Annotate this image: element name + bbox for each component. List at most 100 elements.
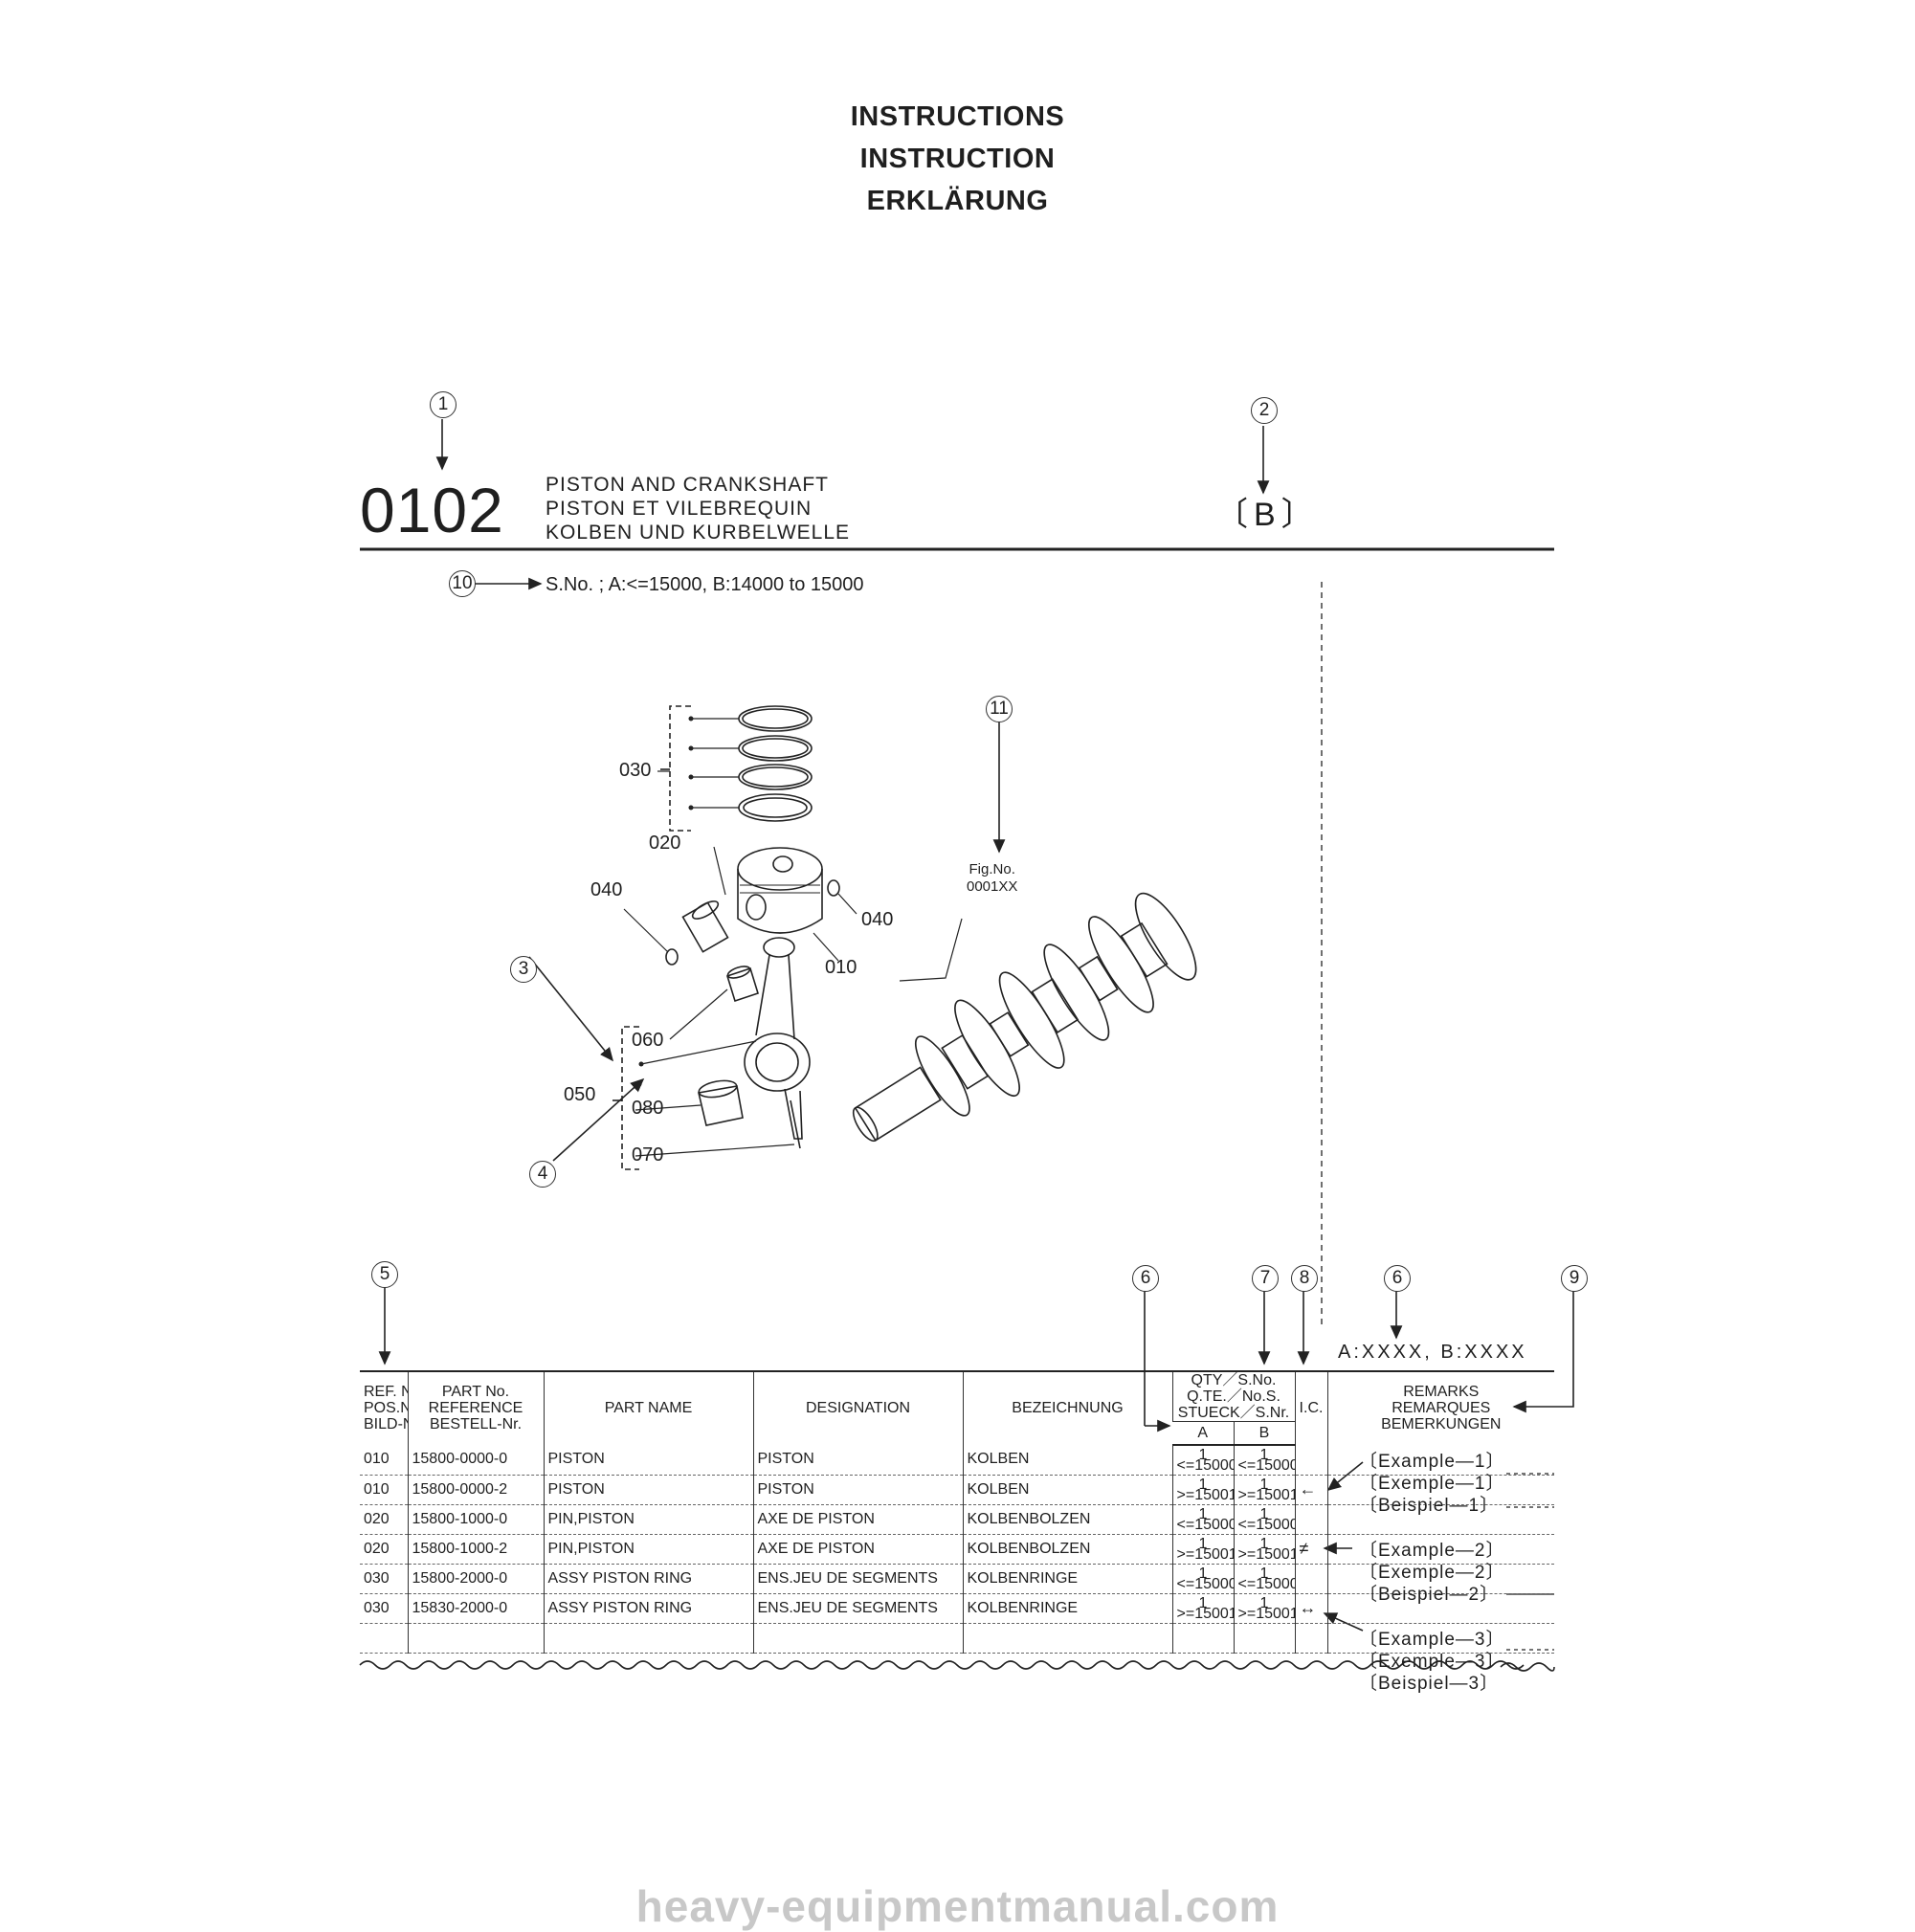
cell-qty-a: 1<=15000 xyxy=(1171,1444,1234,1476)
footer-watermark: heavy-equipmentmanual.com xyxy=(635,1881,1280,1931)
part-label-040-left: 040 xyxy=(590,879,623,900)
cell-ref: 010 xyxy=(360,1444,408,1476)
remark-example-1-de: 〔Beispiel—1〕 xyxy=(1359,1496,1500,1516)
remark-example-3-en: 〔Example—3〕 xyxy=(1359,1630,1505,1650)
remark-example-2-de: 〔Beispiel—2〕 xyxy=(1359,1585,1500,1605)
callout-9: 9 xyxy=(1561,1265,1588,1292)
col-remarks: REMARKS REMARQUES BEMERKUNGEN xyxy=(1326,1370,1554,1445)
callout-7: 7 xyxy=(1252,1265,1279,1292)
cell-qty-a: 1>=15001 xyxy=(1171,1475,1234,1505)
parts-table: REF. No. POS.No. BILD-Nr. PART No. REFER… xyxy=(360,1370,1554,1654)
cell-ic xyxy=(1294,1444,1327,1476)
title-fr: INSTRUCTION xyxy=(859,144,1056,174)
cell-designation: AXE DE PISTON xyxy=(752,1534,963,1565)
cell-part-no: 15800-1000-0 xyxy=(407,1504,544,1535)
figure-title-fr: PISTON ET VILEBREQUIN xyxy=(546,498,813,520)
cell-remarks xyxy=(1326,1564,1554,1594)
cell-qty-a: 1>=15001 xyxy=(1171,1593,1234,1624)
cell-empty xyxy=(360,1623,408,1654)
remark-example-1-en: 〔Example—1〕 xyxy=(1359,1452,1505,1472)
col-qty-a: A xyxy=(1172,1421,1234,1446)
cell-ref: 010 xyxy=(360,1475,408,1505)
remark-example-2-en: 〔Example—2〕 xyxy=(1359,1541,1505,1561)
cell-designation: PISTON xyxy=(752,1444,963,1476)
cell-empty xyxy=(407,1623,544,1654)
callout-10: 10 xyxy=(449,570,476,597)
cell-designation: ENS.JEU DE SEGMENTS xyxy=(752,1593,963,1624)
fig-no-value: 0001XX xyxy=(967,878,1018,895)
cell-empty xyxy=(1326,1623,1554,1654)
cell-part-name: PISTON xyxy=(543,1475,753,1505)
cell-part-no: 15800-2000-0 xyxy=(407,1564,544,1594)
callout-3: 3 xyxy=(510,956,537,983)
cell-part-name: ASSY PISTON RING xyxy=(543,1564,753,1594)
figure-number: 0102 xyxy=(360,475,504,545)
cell-ref: 020 xyxy=(360,1534,408,1565)
callout-2: 2 xyxy=(1251,397,1278,424)
cell-ic xyxy=(1294,1504,1327,1535)
cell-qty-a: 1<=15000 xyxy=(1171,1504,1234,1535)
fig-no-reference: Fig.No. 0001XX xyxy=(967,861,1017,896)
part-label-020: 020 xyxy=(649,833,681,854)
variant-label: 〔B〕 xyxy=(1215,497,1320,533)
col-designation: DESIGNATION xyxy=(752,1370,963,1445)
cell-ic xyxy=(1294,1564,1327,1594)
cell-bezeichnung: KOLBENRINGE xyxy=(962,1593,1172,1624)
part-label-070: 070 xyxy=(632,1144,664,1166)
cell-bezeichnung: KOLBENRINGE xyxy=(962,1564,1172,1594)
fig-no-label: Fig.No. xyxy=(969,861,1015,877)
cell-empty xyxy=(1171,1623,1234,1654)
part-label-040-right: 040 xyxy=(861,909,894,930)
cell-bezeichnung: KOLBENBOLZEN xyxy=(962,1504,1172,1535)
cell-part-no: 15800-0000-0 xyxy=(407,1444,544,1476)
callout-8: 8 xyxy=(1291,1265,1318,1292)
cell-empty xyxy=(962,1623,1172,1654)
cell-qty-b: 1<=15000 xyxy=(1233,1564,1295,1594)
col-part-no: PART No. REFERENCE BESTELL-Nr. xyxy=(407,1370,544,1445)
serial-number-note: S.No. ; A:<=15000, B:14000 to 15000 xyxy=(546,574,864,595)
part-label-080: 080 xyxy=(632,1098,664,1119)
cell-designation: AXE DE PISTON xyxy=(752,1504,963,1535)
remark-example-3-fr: 〔Exemple—3〕 xyxy=(1359,1652,1505,1672)
cell-empty xyxy=(543,1623,753,1654)
part-label-030: 030 xyxy=(619,760,652,781)
title-de: ERKLÄRUNG xyxy=(866,186,1049,216)
cell-ref: 030 xyxy=(360,1564,408,1594)
cell-part-name: ASSY PISTON RING xyxy=(543,1593,753,1624)
cell-qty-b: 1>=15001 xyxy=(1233,1475,1295,1505)
cell-qty-b: 1>=15001 xyxy=(1233,1534,1295,1565)
cell-qty-b: 1<=15000 xyxy=(1233,1504,1295,1535)
cell-ic: ← xyxy=(1294,1475,1327,1505)
cell-remarks xyxy=(1326,1534,1554,1565)
callout-4: 4 xyxy=(529,1161,556,1188)
figure-title-de: KOLBEN UND KURBELWELLE xyxy=(546,522,851,544)
figure-title-en: PISTON AND CRANKSHAFT xyxy=(546,474,829,496)
col-bezeichnung: BEZEICHNUNG xyxy=(962,1370,1172,1445)
cell-remarks xyxy=(1326,1475,1554,1505)
model-codes: A:XXXX, B:XXXX xyxy=(1338,1342,1527,1363)
callout-6b: 6 xyxy=(1384,1265,1411,1292)
cell-part-name: PISTON xyxy=(543,1444,753,1476)
cell-qty-a: 1<=15000 xyxy=(1171,1564,1234,1594)
cell-part-no: 15800-1000-2 xyxy=(407,1534,544,1565)
remark-example-2-fr: 〔Exemple—2〕 xyxy=(1359,1563,1505,1583)
cell-ref: 020 xyxy=(360,1504,408,1535)
cell-remarks xyxy=(1326,1444,1554,1476)
cell-empty xyxy=(1233,1623,1295,1654)
cell-remarks xyxy=(1326,1593,1554,1624)
part-label-060: 060 xyxy=(632,1030,664,1051)
cell-empty xyxy=(752,1623,963,1654)
remark-example-1-fr: 〔Exemple—1〕 xyxy=(1359,1474,1505,1494)
cell-qty-a: 1>=15001 xyxy=(1171,1534,1234,1565)
table-row-empty xyxy=(360,1623,1554,1654)
col-qty-b: B xyxy=(1233,1421,1295,1446)
title-en: INSTRUCTIONS xyxy=(850,101,1065,132)
cell-designation: ENS.JEU DE SEGMENTS xyxy=(752,1564,963,1594)
col-qty: QTY／S.No. Q.TE.／No.S. STUECK／S.Nr. xyxy=(1171,1370,1295,1422)
cell-ic: ≠ xyxy=(1294,1534,1327,1565)
